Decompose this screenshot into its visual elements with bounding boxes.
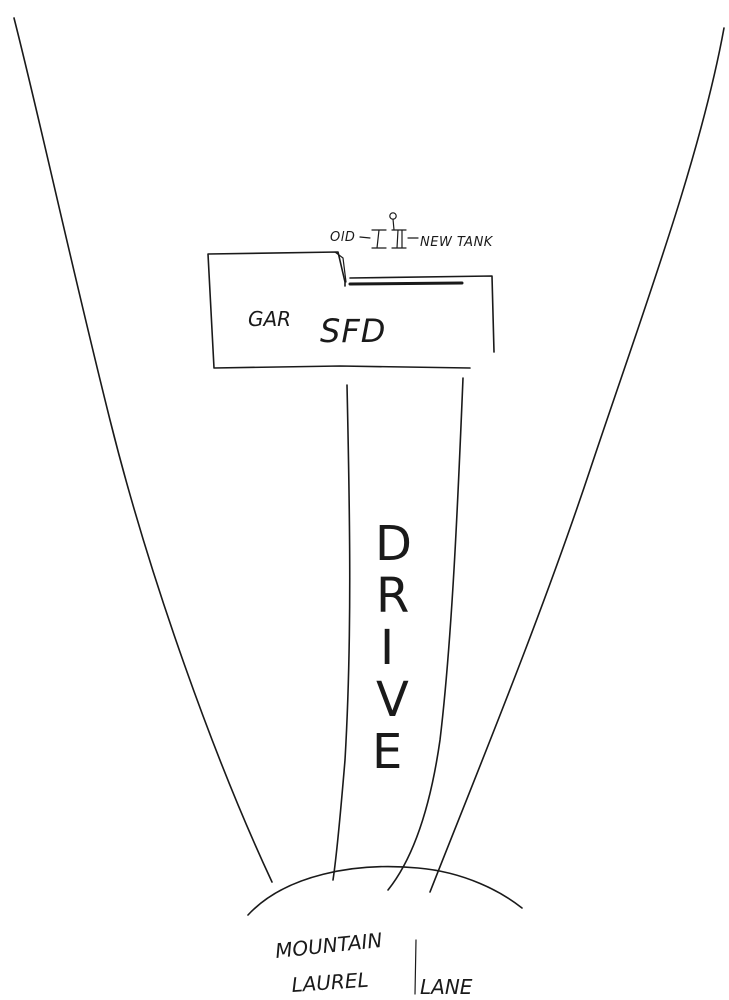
drive-letter-v: V xyxy=(376,672,409,728)
old-tank-lead xyxy=(360,237,370,238)
well-icon xyxy=(390,213,396,219)
driveway-road-tick xyxy=(415,940,416,994)
road-name-line1: MOUNTAIN xyxy=(274,928,383,963)
driveway-right-edge xyxy=(388,378,463,890)
road-name-line3: LANE xyxy=(420,975,473,999)
sfd-label: SFD xyxy=(320,312,386,350)
house-top-edge-bold xyxy=(350,283,462,284)
drive-letter-r: R xyxy=(376,568,409,624)
drive-letter-i: I xyxy=(380,620,394,676)
road-name-line2: LAUREL xyxy=(291,968,370,997)
drive-letter-d: D xyxy=(375,516,412,572)
well-lead xyxy=(393,219,394,230)
left-property-line xyxy=(14,18,272,882)
right-property-line xyxy=(430,28,724,892)
driveway-left-edge xyxy=(333,385,350,880)
old-tank-icon xyxy=(372,230,386,248)
garage-label: GAR xyxy=(248,307,291,331)
drive-letter-e: E xyxy=(372,724,402,780)
new-tank-icon xyxy=(392,230,406,248)
old-tank-label: OlD xyxy=(330,230,355,245)
road-arc xyxy=(248,867,522,915)
tank-symbols xyxy=(360,213,418,248)
new-tank-label: NEW TANK xyxy=(420,235,494,250)
